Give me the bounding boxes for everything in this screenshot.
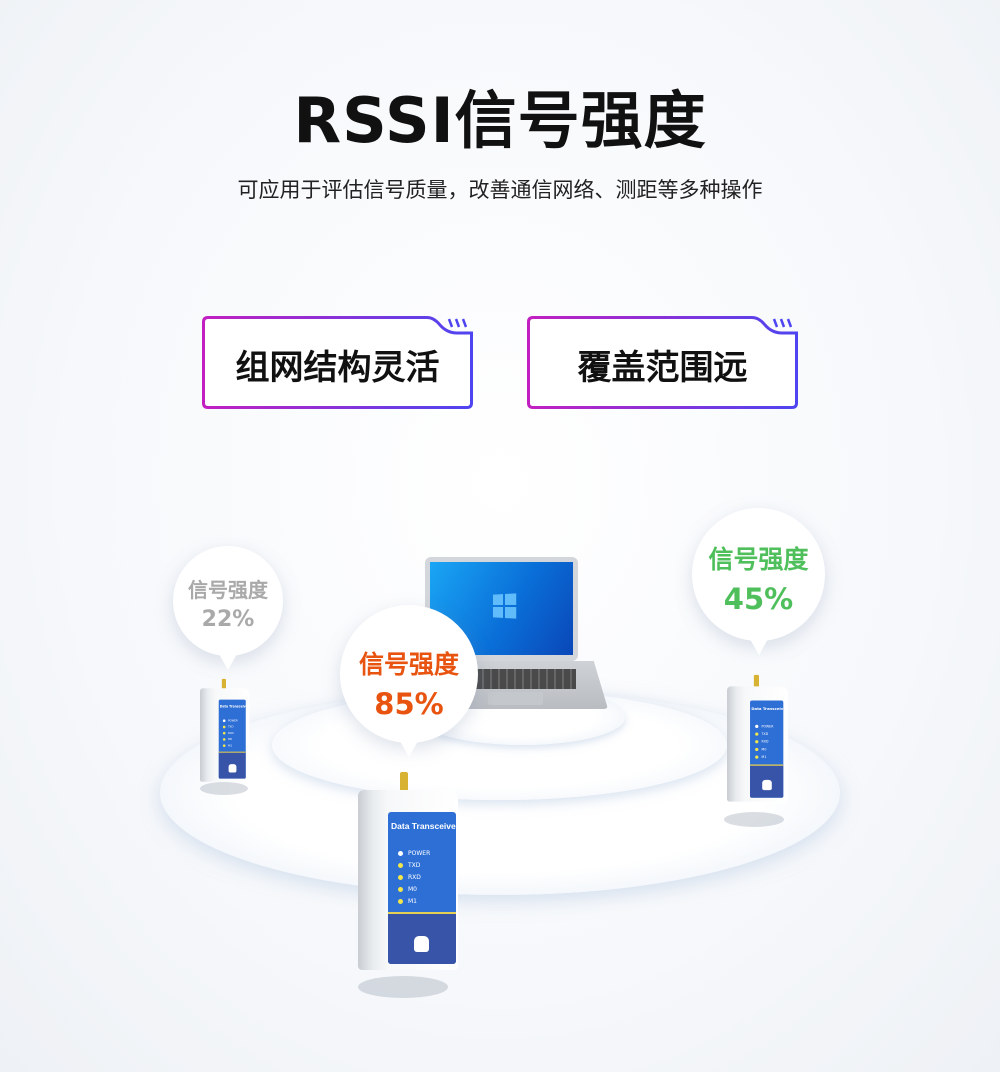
led-label: M0 (228, 738, 232, 742)
device-name: Data Transceiver (751, 706, 784, 712)
led-label: M1 (761, 755, 767, 760)
robot-logo-icon (414, 936, 429, 952)
antenna-icon (400, 772, 408, 794)
led-label: TXD (761, 732, 769, 737)
device-shadow (358, 976, 448, 998)
signal-bubble-85: 信号强度 85% (340, 605, 478, 757)
windows-logo-icon (492, 593, 517, 619)
bubble-label: 信号强度 (358, 650, 459, 679)
feature-tag-networking: 组网结构灵活 (202, 316, 473, 409)
device-name: Data Transceiver (391, 821, 456, 831)
led-label: TXD (228, 725, 234, 729)
laptop-illustration (425, 557, 610, 712)
page-subtitle: 可应用于评估信号质量，改善通信网络、测距等多种操作 (237, 178, 763, 202)
robot-logo-icon (762, 779, 772, 791)
led-label: M1 (408, 898, 417, 905)
bubble-label: 信号强度 (188, 578, 268, 602)
led-label: M0 (761, 747, 767, 752)
device-center: Data Transceiver POWER TXD RXD M0 M1 (358, 772, 458, 970)
device-shadow (724, 812, 784, 827)
antenna-icon (221, 678, 226, 691)
signal-bubble-45: 信号强度 45% (692, 508, 825, 655)
bubble-value: 22% (201, 607, 255, 632)
signal-bubble-22: 信号强度 22% (173, 546, 283, 670)
robot-logo-icon (228, 764, 237, 773)
touchpad (488, 692, 543, 705)
tag-label: 覆盖范围远 (577, 348, 748, 388)
tag-frame-icon (527, 316, 798, 409)
feature-tag-coverage: 覆盖范围远 (527, 316, 798, 409)
led-label: RXD (408, 874, 421, 881)
led-label: POWER (408, 850, 431, 857)
page-title: RSSI信号强度 (293, 84, 707, 157)
device-left: Data Transceiver POWER TXD RXD M0 M1 (200, 678, 250, 782)
led-label: M0 (408, 886, 417, 893)
keyboard (452, 669, 576, 689)
led-label: TXD (408, 862, 421, 869)
device-right: Data Transceiver POWER TXD RXD M0 M1 (727, 674, 788, 802)
led-label: RXD (228, 731, 234, 735)
device-name: Data Transceiver (219, 704, 246, 709)
bubble-value: 45% (723, 582, 794, 616)
bubble-value: 85% (374, 687, 444, 721)
tag-frame-icon (202, 316, 473, 409)
led-label: POWER (761, 724, 774, 729)
led-label: RXD (761, 740, 769, 744)
device-shadow (200, 782, 248, 795)
led-label: M1 (228, 744, 232, 748)
tag-label: 组网结构灵活 (235, 348, 440, 388)
bubble-label: 信号强度 (708, 545, 809, 574)
antenna-icon (753, 674, 759, 689)
led-label: POWER (228, 719, 238, 723)
